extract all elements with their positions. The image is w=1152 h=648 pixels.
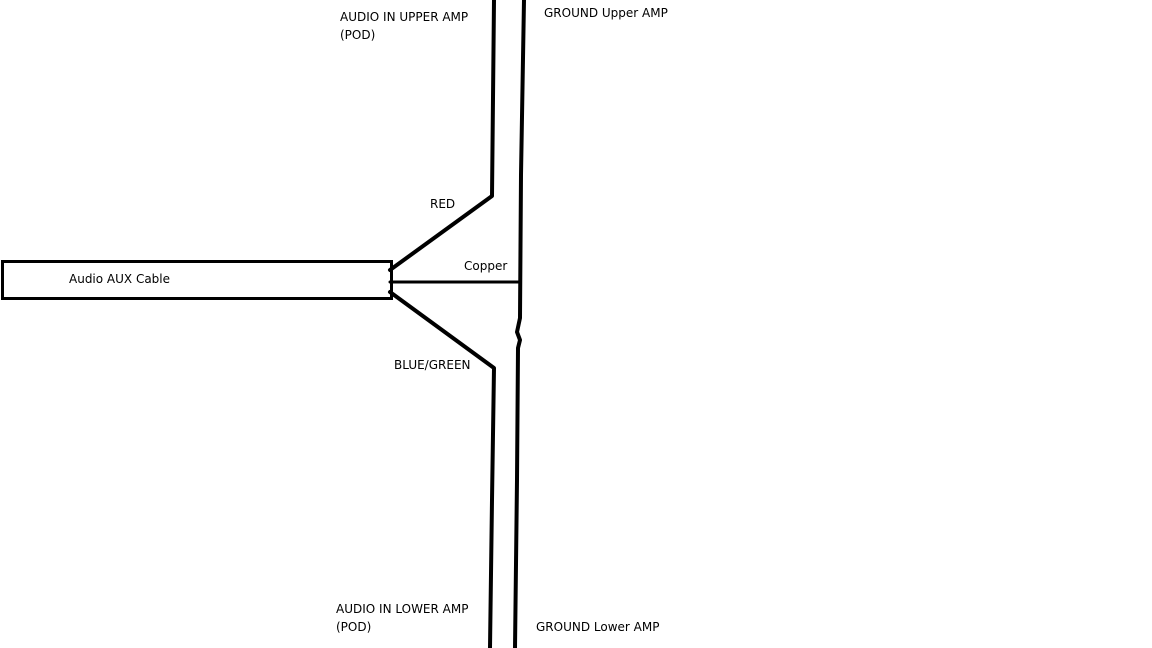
audio-in-upper-label: AUDIO IN UPPER AMP (POD) xyxy=(340,8,468,44)
audio-in-lower-label: AUDIO IN LOWER AMP (POD) xyxy=(336,600,468,636)
audio-in-upper-line-2: (POD) xyxy=(340,28,376,42)
ground-lower-label: GROUND Lower AMP xyxy=(536,620,660,634)
red-label: RED xyxy=(430,197,456,211)
audio-in-lower-line-2: (POD) xyxy=(336,620,372,634)
audio-in-upper-line-1: AUDIO IN UPPER AMP xyxy=(340,10,469,24)
aux-cable-box xyxy=(1,260,393,300)
lower-audio-wire xyxy=(388,290,496,648)
ground-upper-label: GROUND Upper AMP xyxy=(544,6,668,20)
blue-green-label: BLUE/GREEN xyxy=(394,358,471,372)
aux-cable-label: Audio AUX Cable xyxy=(69,272,171,286)
copper-label: Copper xyxy=(464,259,508,273)
upper-audio-wire xyxy=(388,0,496,272)
audio-in-lower-line-1: AUDIO IN LOWER AMP xyxy=(336,602,469,616)
ground-wire xyxy=(513,0,526,648)
